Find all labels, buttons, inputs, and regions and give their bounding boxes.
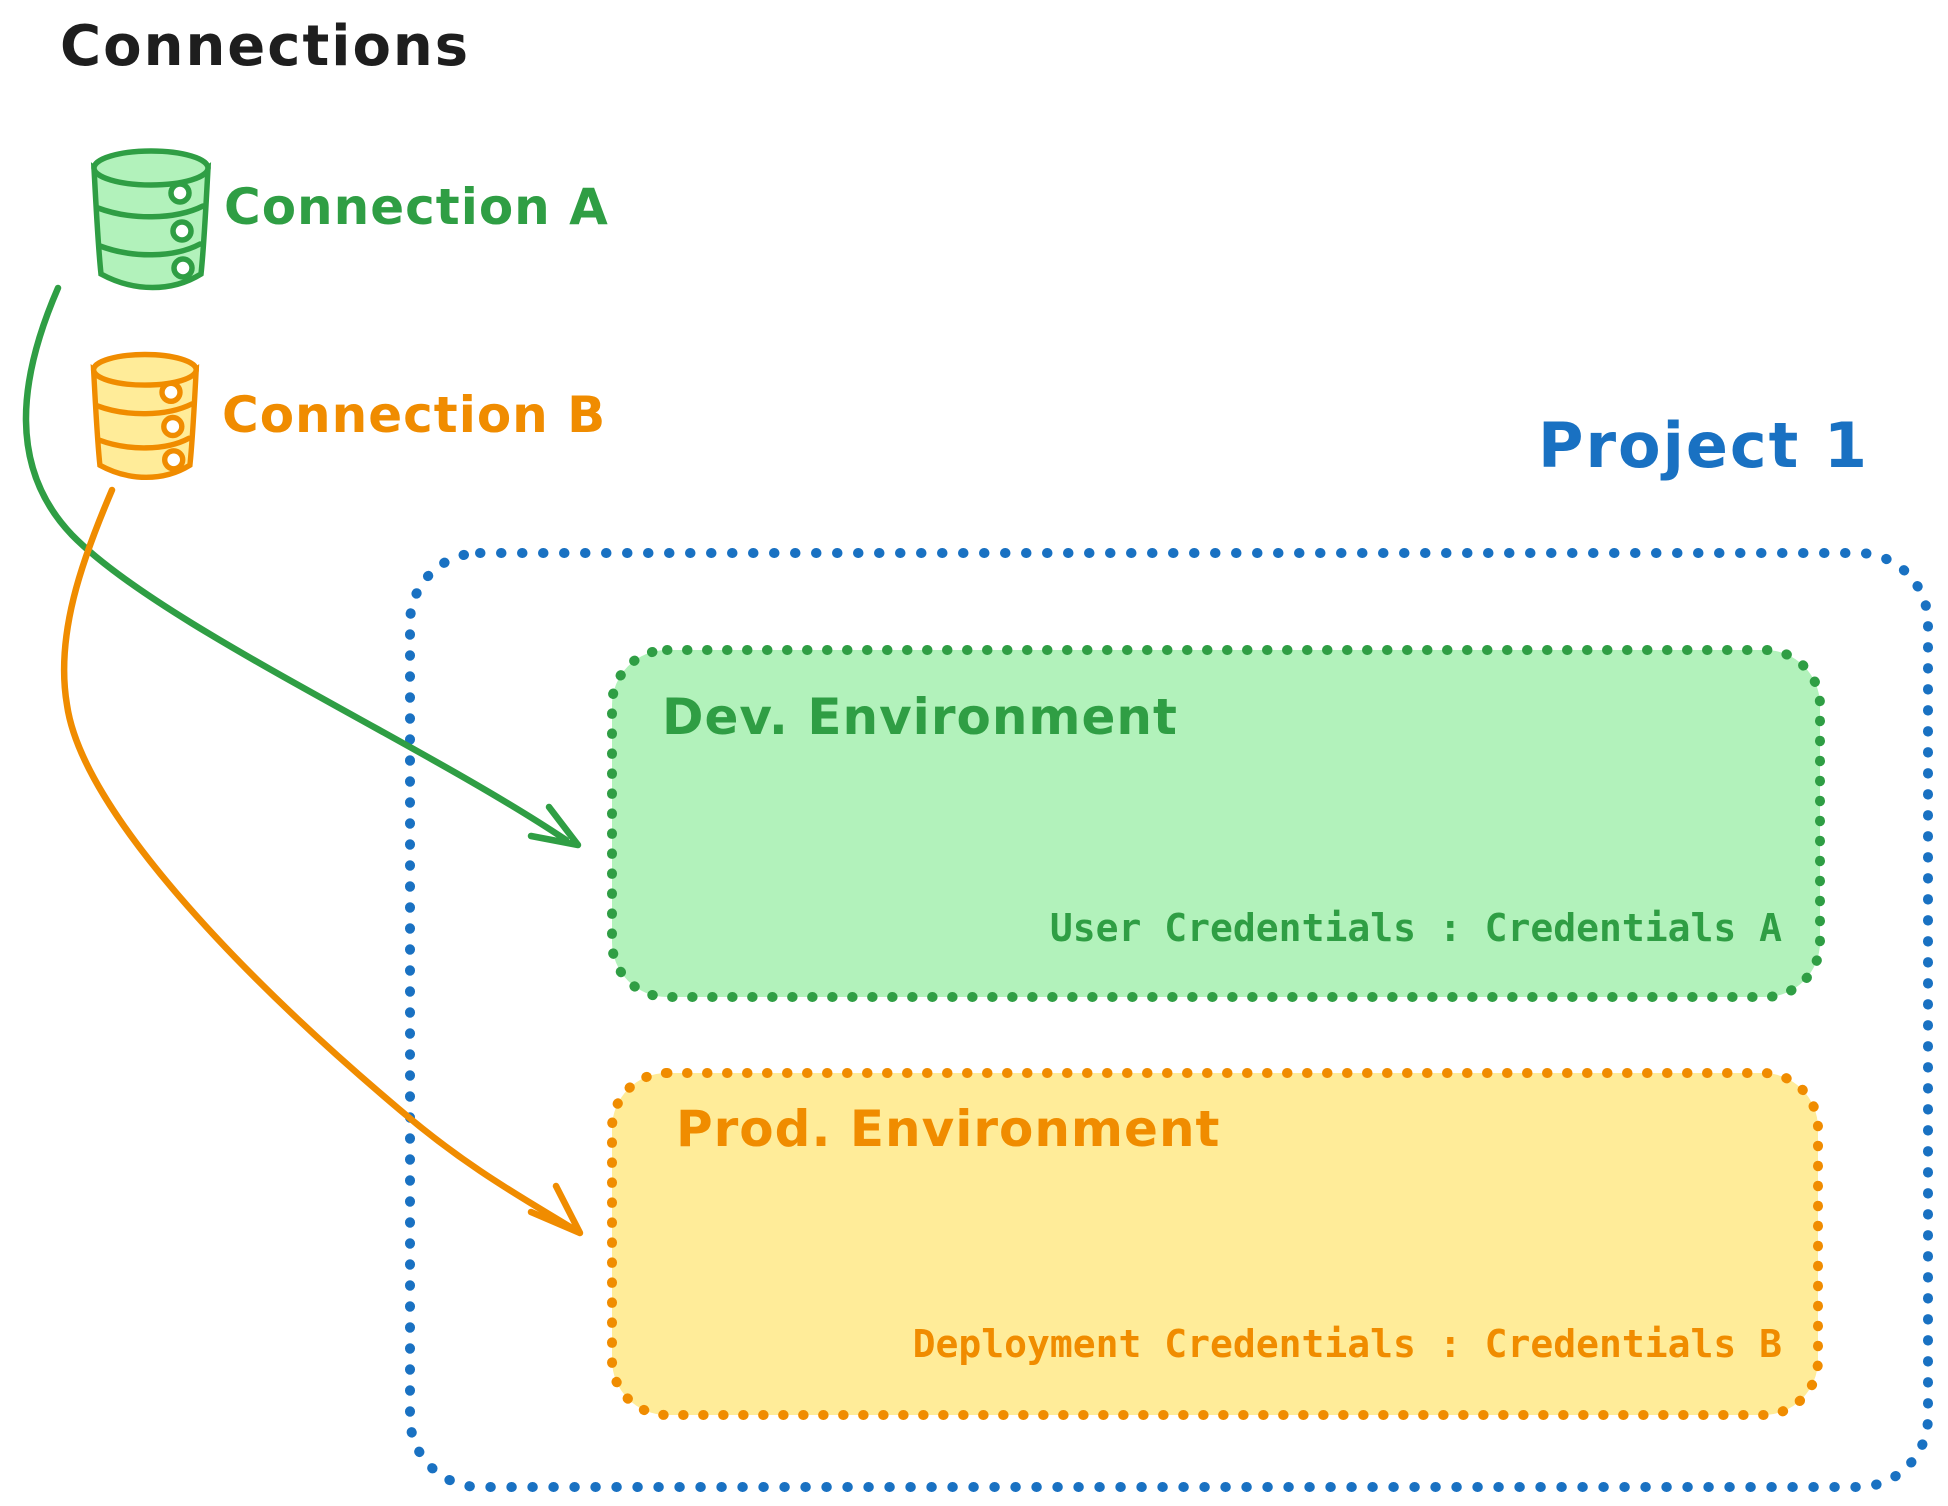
- arrowhead-icon: [527, 803, 582, 849]
- connection-b-arrow: [60, 486, 584, 1237]
- connection-a-arrow: [22, 284, 582, 849]
- connections-title: Connections: [60, 14, 471, 79]
- project-title: Project 1: [1538, 409, 1870, 482]
- connection-a-database-icon: [90, 148, 212, 291]
- connection-b-database-icon: [90, 351, 200, 481]
- dev-credentials-text: User Credentials : Credentials A: [1049, 906, 1782, 950]
- connection-a-label: Connection A: [224, 178, 609, 236]
- prod-environment-label: Prod. Environment: [676, 1100, 1221, 1158]
- dev-environment-box: [607, 645, 1825, 1002]
- arrowhead-icon: [527, 1182, 584, 1237]
- project-box: [405, 548, 1933, 1492]
- prod-environment-box: [607, 1068, 1823, 1420]
- dev-environment-label: Dev. Environment: [662, 688, 1178, 746]
- prod-credentials-text: Deployment Credentials : Credentials B: [912, 1322, 1782, 1366]
- connection-b-label: Connection B: [222, 386, 607, 444]
